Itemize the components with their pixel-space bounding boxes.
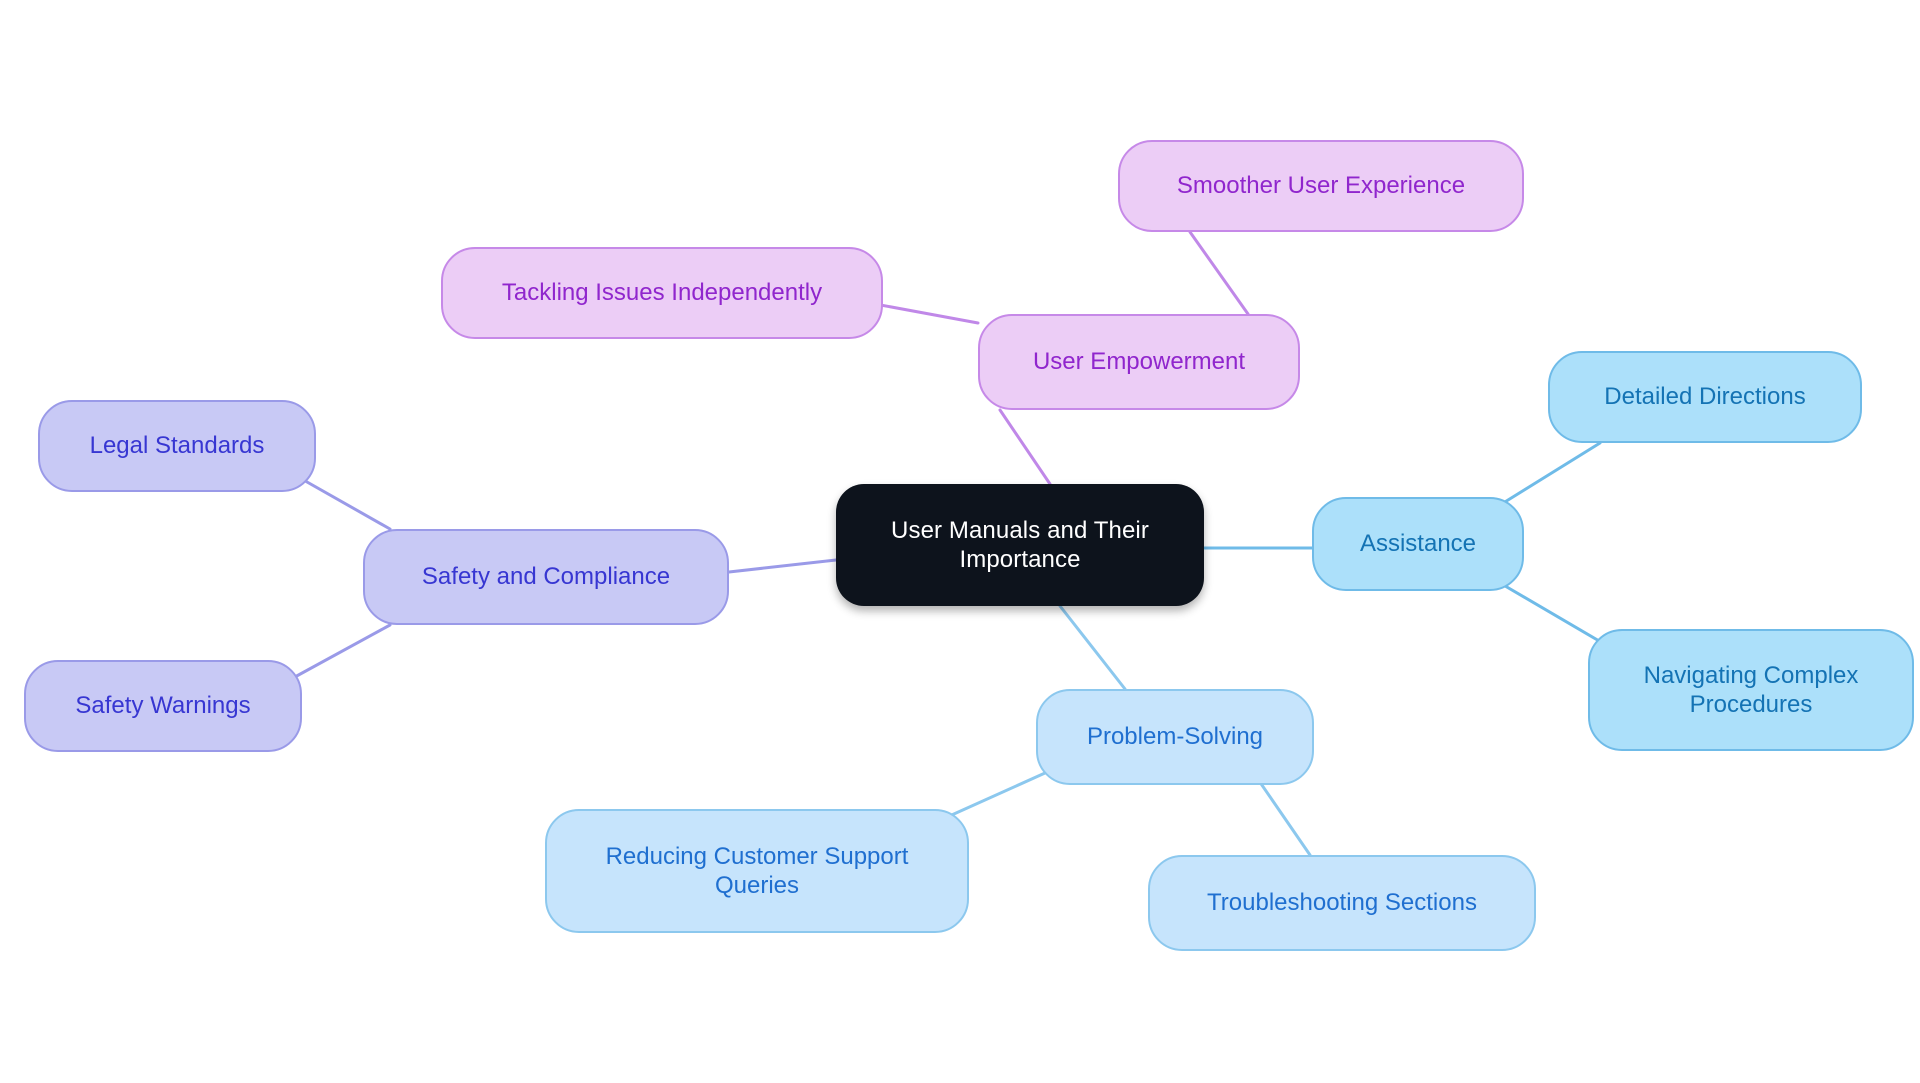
mindmap-branch-assistance[interactable]: Assistance xyxy=(1312,497,1524,591)
connector-root-to-user-empowerment xyxy=(998,408,1052,486)
mindmap-branch-safety-and-compliance[interactable]: Safety and Compliance xyxy=(363,529,729,625)
connector-assistance-to-navigating-complex-procedures xyxy=(1498,581,1608,647)
mindmap-branch-user-empowerment[interactable]: User Empowerment xyxy=(978,314,1300,410)
mindmap-leaf-detailed-directions[interactable]: Detailed Directions xyxy=(1548,351,1862,443)
connector-safety-and-compliance-to-legal-standards xyxy=(298,476,392,531)
connector-root-to-problem-solving xyxy=(1058,604,1127,691)
connector-problem-solving-to-reducing-customer-support-queries xyxy=(943,771,1047,820)
mindmap-leaf-safety-warnings[interactable]: Safety Warnings xyxy=(24,660,302,752)
mindmap-branch-problem-solving[interactable]: Problem-Solving xyxy=(1036,689,1314,785)
mindmap-leaf-tackling-issues-independently[interactable]: Tackling Issues Independently xyxy=(441,247,883,339)
mindmap-leaf-reducing-customer-support-queries[interactable]: Reducing Customer Support Queries xyxy=(545,809,969,933)
mindmap-leaf-troubleshooting-sections[interactable]: Troubleshooting Sections xyxy=(1148,855,1536,951)
connector-problem-solving-to-troubleshooting-sections xyxy=(1253,773,1312,857)
connector-user-empowerment-to-smoother-user-experience xyxy=(1188,230,1250,316)
mindmap-leaf-navigating-complex-procedures[interactable]: Navigating Complex Procedures xyxy=(1588,629,1914,751)
connector-assistance-to-detailed-directions xyxy=(1498,441,1602,507)
connector-user-empowerment-to-tackling-issues-independently xyxy=(873,302,980,325)
mindmap-leaf-legal-standards[interactable]: Legal Standards xyxy=(38,400,316,492)
connector-safety-and-compliance-to-safety-warnings xyxy=(291,623,392,680)
mindmap-root-node[interactable]: User Manuals and Their Importance xyxy=(836,484,1204,606)
mindmap-leaf-smoother-user-experience[interactable]: Smoother User Experience xyxy=(1118,140,1524,232)
connector-root-to-safety-and-compliance xyxy=(727,558,838,574)
